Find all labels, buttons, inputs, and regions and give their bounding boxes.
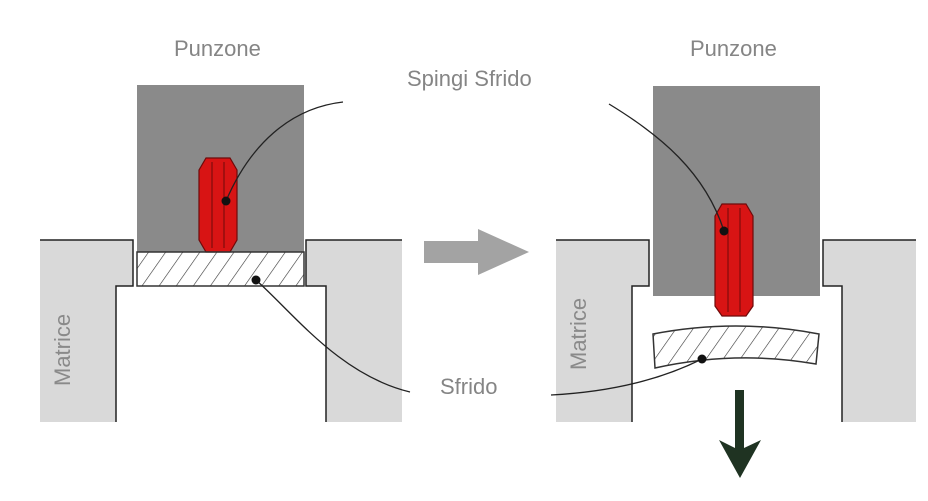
die-right-block-b	[823, 240, 916, 422]
leader-dot-slug-left	[251, 275, 261, 285]
leader-dot-slug-right	[697, 354, 707, 364]
slug-right	[652, 325, 820, 369]
leader-slug-left	[255, 279, 411, 393]
die-right-block-b-edge	[822, 239, 916, 422]
label-die-left: Matrice	[50, 313, 75, 386]
die-right-block-a	[556, 240, 649, 422]
label-die-right: Matrice	[566, 297, 591, 370]
ejection-arrow-icon	[719, 390, 761, 478]
die-left-block-a	[40, 240, 133, 422]
leader-pusher-right	[608, 103, 725, 232]
leader-slug-right	[550, 358, 703, 396]
label-punch-left: Punzone	[174, 36, 261, 61]
slug-left	[136, 251, 305, 287]
label-slug-pusher: Spingi Sfrido	[407, 66, 532, 91]
leader-dot-pusher-left	[221, 196, 231, 206]
leader-dot-pusher-right	[719, 226, 729, 236]
label-punch-right: Punzone	[690, 36, 777, 61]
die-left-block-a-edge	[40, 239, 134, 422]
right-state	[550, 86, 916, 478]
die-right-block-a-edge	[556, 239, 650, 422]
left-state	[40, 85, 411, 422]
die-left-block-b-edge	[305, 239, 402, 422]
leader-pusher-left	[225, 101, 344, 202]
process-arrow-icon	[424, 229, 529, 275]
label-slug: Sfrido	[440, 374, 498, 399]
slug-pusher-left	[198, 157, 238, 253]
die-left-block-b	[306, 240, 402, 422]
